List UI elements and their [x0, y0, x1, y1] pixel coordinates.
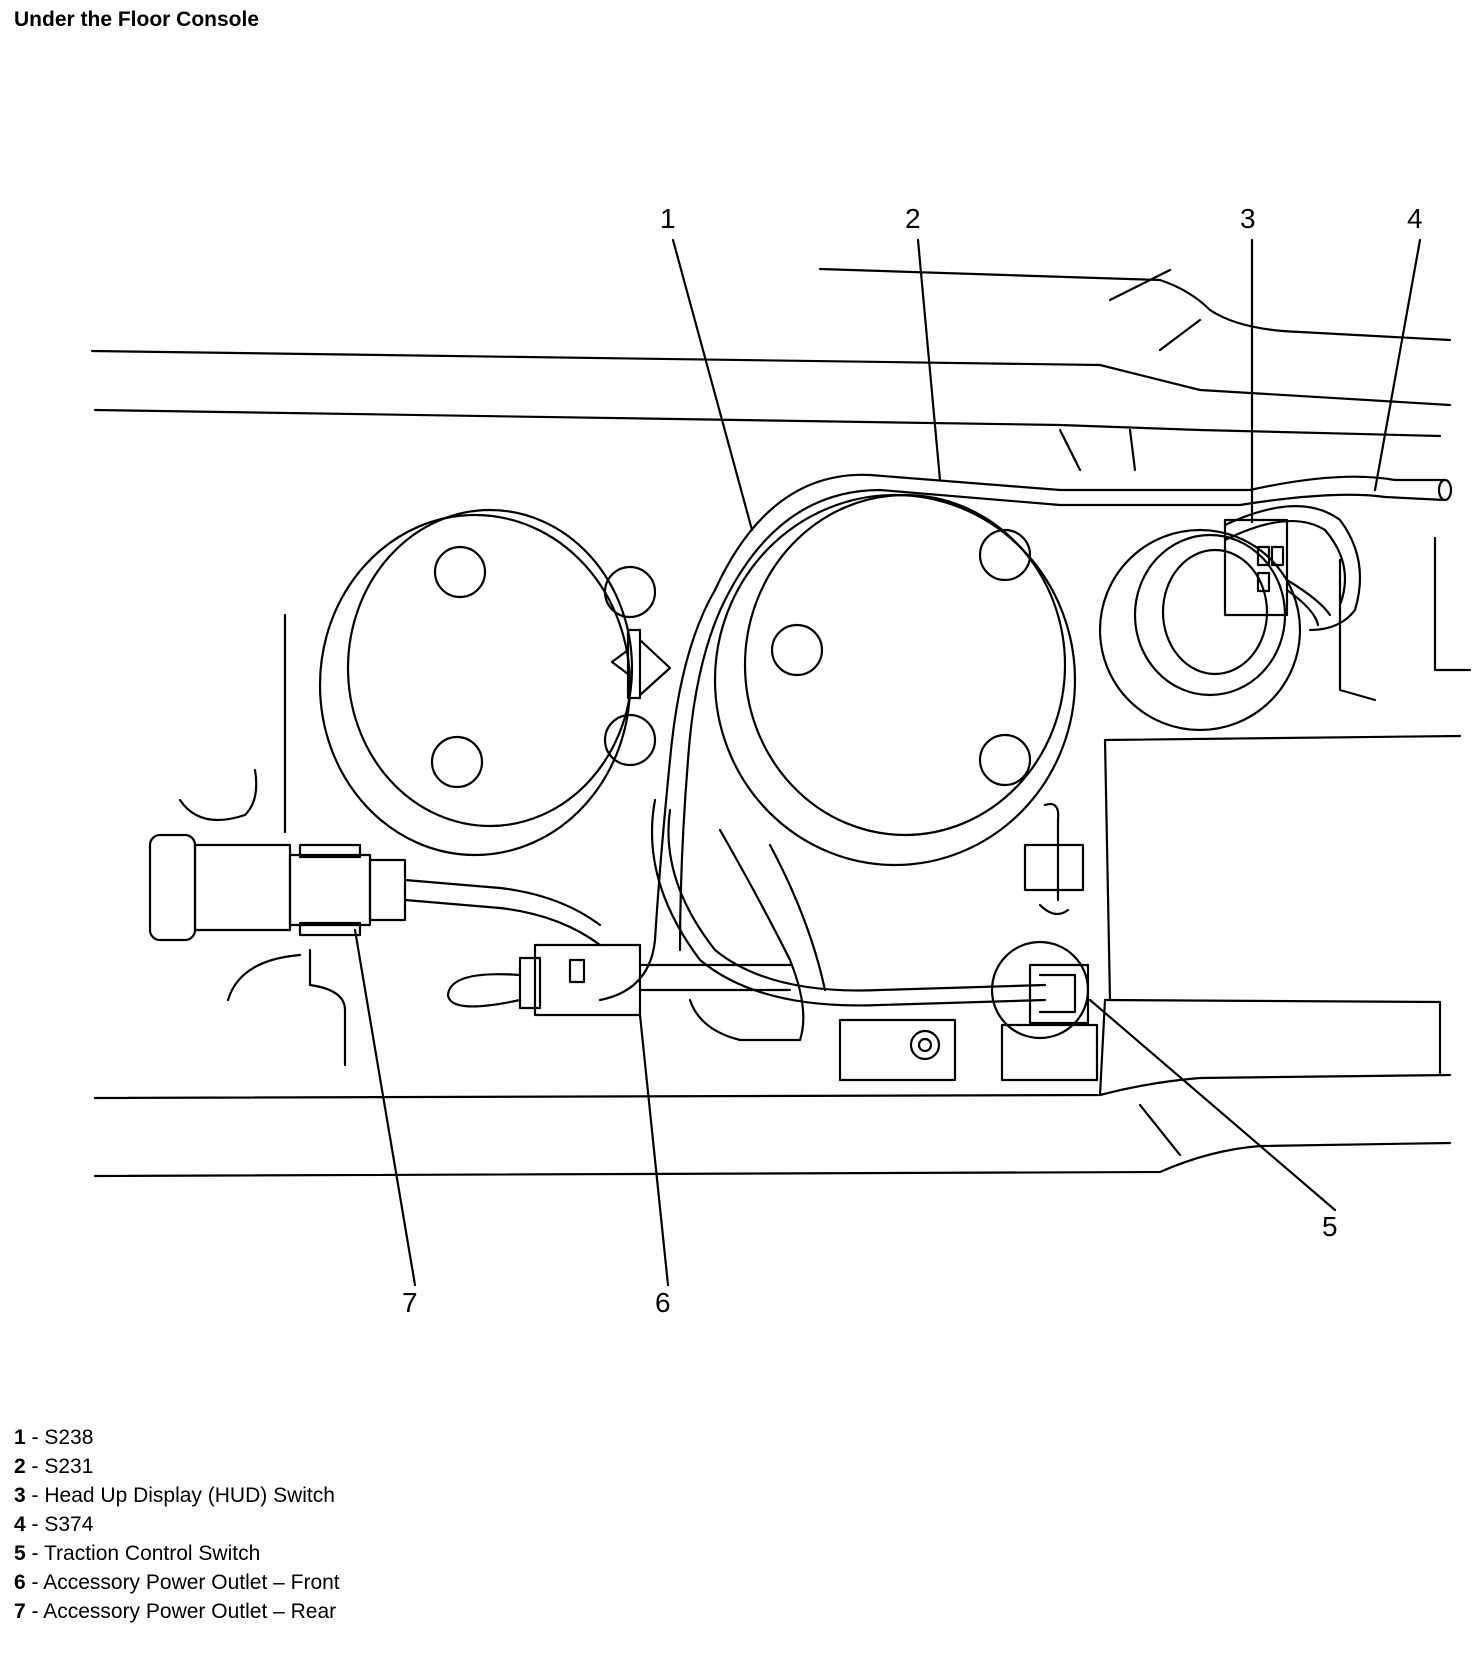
- legend: 1 - S238 2 - S231 3 - Head Up Display (H…: [14, 1423, 340, 1626]
- right-round-housing: [1098, 528, 1302, 732]
- legend-item: 6 - Accessory Power Outlet – Front: [14, 1571, 340, 1594]
- leader-7: [353, 928, 417, 1287]
- harness-main-b: [723, 488, 1447, 602]
- front-outlet-connector: [533, 943, 642, 1017]
- rear-outlet-body: [288, 853, 372, 927]
- rail-hatch: [1138, 1103, 1182, 1157]
- upper-rail-mid: [90, 349, 1452, 407]
- lower-right-panel: [1103, 734, 1462, 742]
- upper-rail-low: [93, 408, 1442, 438]
- harness-hud-loop: [1223, 505, 1362, 632]
- legend-item: 5 - Traction Control Switch: [14, 1542, 261, 1565]
- console-wiring-diagram: 1 2 3 4 5 6 7: [90, 203, 1472, 1318]
- rear-outlet-cap: [148, 833, 197, 942]
- bolt-bracket: [838, 1018, 957, 1082]
- panel-clip: [1043, 802, 1060, 902]
- legend-item: 2 - S231: [14, 1455, 94, 1478]
- leader-6: [638, 1013, 670, 1287]
- center-gauge-outer: [713, 493, 1077, 867]
- leader-2: [916, 238, 942, 482]
- harness-branch: [650, 798, 1047, 1007]
- lower-rail-bottom: [93, 1141, 1452, 1178]
- harness-down-a: [598, 588, 717, 1002]
- page-title: Under the Floor Console: [14, 8, 260, 31]
- callout-labels: 1 2 3 4 5 6 7: [402, 203, 1423, 1318]
- legend-item: 3 - Head Up Display (HUD) Switch: [14, 1484, 335, 1507]
- callout-5: 5: [1322, 1211, 1338, 1242]
- traction-switch-connector: [1028, 963, 1090, 1025]
- callout-3: 3: [1240, 203, 1256, 234]
- wire-clip: [626, 628, 642, 700]
- legend-item: 7 - Accessory Power Outlet – Rear: [14, 1600, 337, 1623]
- left-gauge-outer: [318, 513, 632, 857]
- callout-6: 6: [655, 1287, 671, 1318]
- leader-1: [671, 238, 754, 532]
- duct: [688, 828, 805, 1042]
- callout-1: 1: [660, 203, 676, 234]
- console-drawing: [90, 238, 1472, 1287]
- rail-hatch: [1158, 318, 1202, 352]
- rail-hatch: [1108, 268, 1172, 302]
- harness-down-b: [678, 598, 727, 952]
- callout-4: 4: [1407, 203, 1423, 234]
- callout-2: 2: [905, 203, 921, 234]
- rail-hatch: [1128, 428, 1137, 472]
- legend-item: 1 - S238: [14, 1426, 94, 1449]
- upper-rail-top: [818, 267, 1452, 342]
- hud-switch-connector: [1223, 518, 1289, 617]
- rail-hatch: [1058, 428, 1082, 472]
- harness-main-a: [713, 473, 1447, 592]
- legend-item: 4 - S374: [14, 1513, 94, 1536]
- lower-rail-top: [93, 1073, 1452, 1100]
- leader-4: [1373, 238, 1422, 492]
- callout-7: 7: [402, 1287, 418, 1318]
- leader-5: [1088, 998, 1337, 1212]
- left-gauge-inner: [346, 508, 634, 828]
- center-gauge-inner: [743, 493, 1067, 837]
